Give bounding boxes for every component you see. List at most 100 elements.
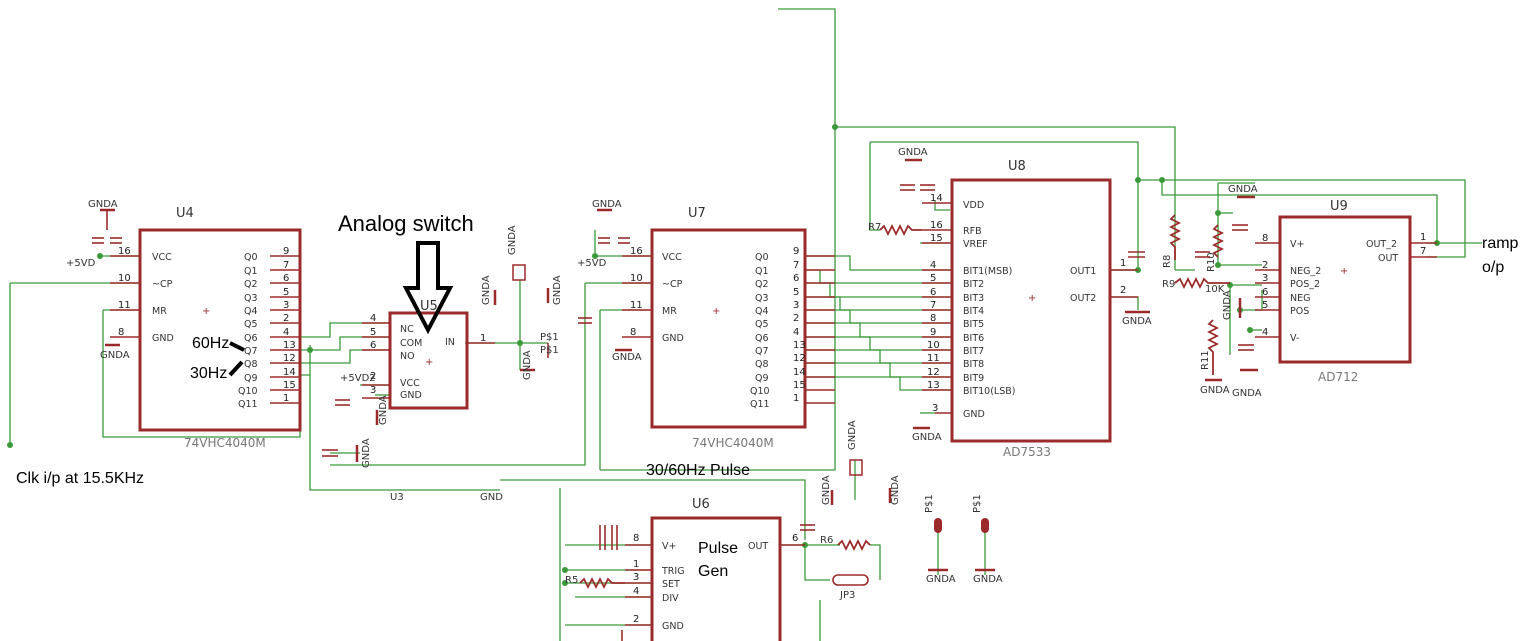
svg-text:4: 4 <box>1262 327 1268 338</box>
svg-text:Q1: Q1 <box>244 266 258 277</box>
svg-text:GNDA: GNDA <box>592 199 622 210</box>
svg-text:5: 5 <box>930 273 936 284</box>
clk-input-label: Clk i/p at 15.5KHz <box>16 470 144 487</box>
svg-text:1: 1 <box>1420 232 1426 243</box>
svg-text:3: 3 <box>932 403 938 414</box>
svg-text:15: 15 <box>930 233 943 244</box>
svg-text:4: 4 <box>633 586 639 597</box>
svg-text:GNDA: GNDA <box>361 438 372 468</box>
svg-text:2: 2 <box>283 313 289 324</box>
pulse-gen-label-1: Pulse <box>698 540 738 557</box>
svg-text:Q10: Q10 <box>238 386 258 397</box>
svg-text:GNDA: GNDA <box>1122 316 1152 327</box>
svg-text:7: 7 <box>1420 246 1426 257</box>
svg-text:BIT9: BIT9 <box>963 373 984 384</box>
svg-text:16: 16 <box>118 246 131 257</box>
svg-text:Q1: Q1 <box>755 266 769 277</box>
svg-text:BIT1(MSB): BIT1(MSB) <box>963 266 1012 277</box>
svg-text:BIT7: BIT7 <box>963 346 984 357</box>
svg-text:R8: R8 <box>1162 255 1173 268</box>
svg-text:Q8: Q8 <box>244 359 258 370</box>
svg-text:Q6: Q6 <box>755 333 769 344</box>
svg-text:Q2: Q2 <box>755 279 769 290</box>
u7-name: U7 <box>688 206 706 221</box>
svg-text:GNDA: GNDA <box>378 395 389 425</box>
svg-text:11: 11 <box>118 300 131 311</box>
svg-text:GNDA: GNDA <box>100 350 130 361</box>
svg-text:2: 2 <box>633 614 639 625</box>
svg-text:JP3: JP3 <box>839 590 855 601</box>
svg-text:COM: COM <box>400 338 422 349</box>
svg-text:POS_2: POS_2 <box>1290 279 1320 290</box>
svg-text:4: 4 <box>793 327 799 338</box>
svg-text:Q0: Q0 <box>244 252 258 263</box>
u4-name: U4 <box>176 206 194 221</box>
ramp-output-label-2: o/p <box>1482 259 1504 276</box>
svg-text:SET: SET <box>662 579 680 590</box>
svg-text:RFB: RFB <box>963 226 982 237</box>
analog-switch-label: Analog switch <box>338 211 474 236</box>
ramp-output-label-1: ramp <box>1482 235 1519 252</box>
svg-text:R9: R9 <box>1162 279 1175 290</box>
chip-u7: U7 + 74VHC4040M VCC 16 ~CP 10 MR 11 GND … <box>577 199 835 450</box>
svg-text:V+: V+ <box>662 541 676 552</box>
svg-text:OUT2: OUT2 <box>1070 293 1096 304</box>
svg-text:6: 6 <box>793 273 799 284</box>
svg-text:OUT: OUT <box>748 541 768 552</box>
svg-text:R10: R10 <box>1206 252 1217 272</box>
svg-text:VCC: VCC <box>152 252 172 263</box>
svg-text:Q8: Q8 <box>755 359 769 370</box>
svg-text:7: 7 <box>283 260 289 271</box>
pulse-output-network: R6 JP3 GNDA GNDA GNDA <box>800 420 901 601</box>
svg-text:13: 13 <box>927 380 940 391</box>
svg-text:3: 3 <box>1262 273 1268 284</box>
svg-text:16: 16 <box>930 220 943 231</box>
svg-text:+5VD2: +5VD2 <box>340 373 376 384</box>
u8-gnd-pin: GND 3 GNDA <box>912 403 985 443</box>
u4-decoupling: GNDA +5VD GNDA <box>66 199 130 361</box>
u7-left-pins: VCC 16 ~CP 10 MR 11 GND 8 <box>622 246 684 344</box>
svg-text:GND: GND <box>963 409 985 420</box>
svg-text:15: 15 <box>793 380 806 391</box>
svg-text:R11: R11 <box>1200 350 1211 370</box>
svg-text:14: 14 <box>793 367 806 378</box>
svg-text:+: + <box>712 306 720 317</box>
svg-text:+5VD: +5VD <box>66 258 96 269</box>
svg-text:NO: NO <box>400 351 415 362</box>
svg-text:GNDA: GNDA <box>926 574 956 585</box>
svg-text:Q4: Q4 <box>244 306 258 317</box>
svg-text:13: 13 <box>793 340 806 351</box>
svg-text:GNDA: GNDA <box>1222 290 1233 320</box>
svg-text:GND: GND <box>480 492 503 503</box>
svg-text:4: 4 <box>283 327 289 338</box>
resistors-u9: R8 R10 R9 10K R11 <box>1128 214 1230 382</box>
u5-pins: NC 4 COM 5 NO 6 VCC 2 GND 3 IN 1 <box>362 313 495 401</box>
svg-text:9: 9 <box>283 246 289 257</box>
svg-text:GND: GND <box>662 333 684 344</box>
svg-text:8: 8 <box>1262 233 1268 244</box>
svg-text:NEG_2: NEG_2 <box>1290 266 1321 277</box>
svg-text:12: 12 <box>927 367 940 378</box>
svg-text:2: 2 <box>1262 260 1268 271</box>
svg-text:+5VD: +5VD <box>577 258 607 269</box>
svg-text:Q7: Q7 <box>755 346 769 357</box>
svg-text:7: 7 <box>793 260 799 271</box>
svg-text:Q9: Q9 <box>244 373 258 384</box>
u9-name: U9 <box>1330 199 1348 214</box>
svg-text:Q3: Q3 <box>244 293 258 304</box>
svg-text:8: 8 <box>633 533 639 544</box>
svg-text:5: 5 <box>283 287 289 298</box>
svg-text:+: + <box>1340 266 1348 277</box>
svg-text:2: 2 <box>793 313 799 324</box>
svg-text:GNDA: GNDA <box>481 275 492 305</box>
svg-text:NEG: NEG <box>1290 293 1310 304</box>
svg-text:Q4: Q4 <box>755 306 769 317</box>
svg-text:Q5: Q5 <box>244 319 258 330</box>
svg-text:8: 8 <box>630 327 636 338</box>
